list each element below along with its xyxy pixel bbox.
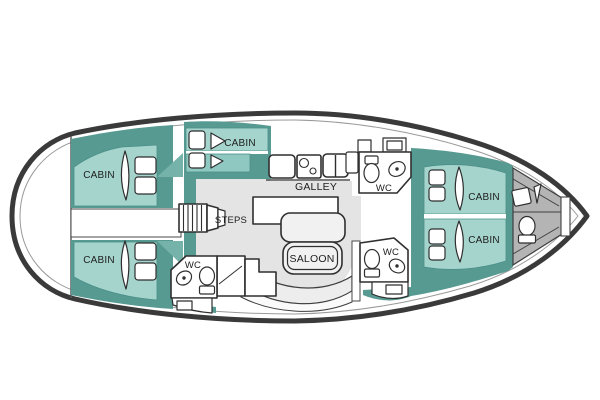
stove-icon (296, 154, 322, 179)
room-labels: CABIN CABIN CABIN GALLEY STEPS SALOON WC… (83, 138, 500, 271)
saloon-label: SALOON (290, 253, 335, 265)
galley-counter (266, 151, 359, 181)
saloon-seat-back (280, 212, 346, 243)
wc-fwd-room (351, 237, 409, 302)
wardrobe-top (157, 153, 183, 177)
cabin-aft-top-label: CABIN (83, 170, 115, 181)
saloon-seat (282, 241, 343, 275)
berth-pillow-icons (120, 130, 464, 290)
bow-hatch-wedge (533, 183, 542, 204)
cabin-mid-label: CABIN (224, 138, 256, 149)
corridor (70, 208, 182, 238)
wardrobe-bottom (157, 241, 183, 266)
stairs-icon (178, 203, 226, 233)
bow-section (511, 166, 571, 267)
washbasin-icon (388, 258, 406, 274)
washbasin-icon (388, 160, 406, 178)
cabin-fwd-bottom-label: CABIN (468, 235, 500, 246)
inner-deck-line (19, 119, 579, 315)
fridge-icon (322, 153, 349, 178)
steps-label: STEPS (215, 215, 247, 226)
washbasin-icon (175, 270, 193, 286)
toilet-icon (363, 155, 380, 184)
galley-locker (345, 151, 359, 174)
galley-label: GALLEY (295, 181, 337, 193)
toilet-icon (363, 248, 381, 278)
wc-fwd-label: WC (383, 247, 399, 258)
bow-bulkhead-strip (560, 196, 571, 237)
wc-galley-room (357, 137, 412, 194)
toilet-icon (198, 266, 216, 295)
wc-aft-room (170, 255, 218, 314)
cabin-aft-bottom-label: CABIN (83, 255, 115, 266)
wc-aft-label: WC (185, 260, 201, 271)
galley-sink-icon (268, 154, 296, 179)
aft-lockers (216, 255, 277, 297)
cabin-fwd-top-label: CABIN (468, 192, 500, 203)
bow-hatch-icon (511, 187, 532, 207)
toilet-icon (517, 215, 537, 244)
wc-galley-label: WC (376, 183, 392, 194)
